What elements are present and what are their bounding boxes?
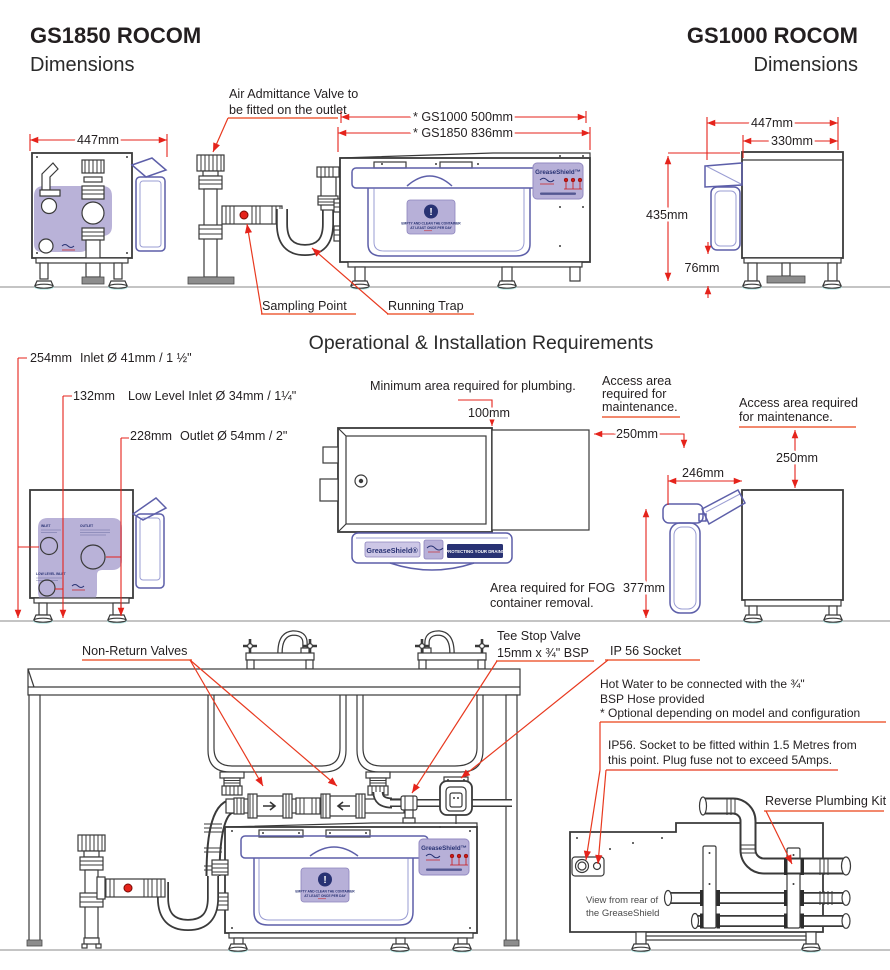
- running-trap-text: Running Trap: [388, 299, 464, 313]
- access-rear-line1: Access area required: [739, 396, 858, 410]
- low-inlet-dim: 132mm: [73, 389, 115, 403]
- non-return-text: Non-Return Valves: [82, 644, 187, 658]
- dim-330-label: 330mm: [771, 134, 813, 148]
- dim-447-side: 447mm: [706, 114, 839, 160]
- subtitle-gs1000: Dimensions: [754, 54, 858, 76]
- plumbing-note: Minimum area required for plumbing. 100m…: [370, 379, 576, 426]
- gs1850-front-view-ports: INLET OUTLET LOW LEVEL INLET: [29, 489, 168, 625]
- title-gs1850: GS1850 ROCOM: [30, 23, 201, 48]
- sampling-point-label: Sampling Point: [244, 223, 356, 315]
- access-rear-line2: for maintenance.: [739, 410, 833, 424]
- dim-76-label: 76mm: [685, 261, 720, 275]
- subtitle-gs1850: Dimensions: [30, 54, 134, 76]
- dim-377-label: 377mm: [623, 581, 665, 595]
- inlet-port-tag: INLET: [41, 524, 51, 528]
- air-valve-note-line2: be fitted on the outlet: [229, 103, 347, 117]
- section-heading: Operational & Installation Requirements: [309, 332, 654, 354]
- running-trap-bottom: [157, 876, 219, 932]
- dim-246-label: 246mm: [682, 466, 724, 480]
- sampling-point-marker: [239, 210, 249, 220]
- sink-assembly: [26, 633, 521, 947]
- ip56-note-line1: IP56. Socket to be fitted within 1.5 Met…: [608, 738, 857, 752]
- fog-note-line1: Area required for FOG: [490, 581, 615, 595]
- top-view-unit: GreaseShield® PROTECTING YOUR DRAINS: [319, 427, 590, 571]
- inlet-dim: 254mm: [30, 351, 72, 365]
- dim-gs1000-length: * GS1000 500mm: [340, 108, 587, 127]
- access-rear-note: Access area required for maintenance. 25…: [739, 396, 858, 488]
- hot-water-line1: Hot Water to be connected with the ¾": [600, 677, 805, 691]
- low-inlet-label: Low Level Inlet Ø 34mm / 1¼": [128, 389, 296, 403]
- reverse-plumbing-kit-label: Reverse Plumbing Kit: [764, 794, 887, 865]
- hot-water-line2: BSP Hose provided: [600, 692, 705, 706]
- greaseshield-side-view-bottom: [211, 822, 478, 954]
- plumbing-note-text: Minimum area required for plumbing.: [370, 379, 576, 393]
- reverse-kit-text: Reverse Plumbing Kit: [765, 794, 887, 808]
- dim-435: 435mm: [644, 152, 740, 281]
- under-sink-pipework: [204, 771, 512, 877]
- access-side-line3: maintenance.: [602, 400, 678, 414]
- dim-76: 76mm: [682, 242, 722, 298]
- gs1850-front-view: [31, 152, 168, 291]
- outlet-label: Outlet Ø 54mm / 2": [180, 429, 287, 443]
- panel-tagline: PROTECTING YOUR DRAINS: [445, 549, 504, 554]
- rear-view-text-1: View from rear of: [586, 895, 659, 906]
- dim-447-front: 447mm: [29, 131, 168, 157]
- running-trap-label: Running Trap: [311, 247, 474, 315]
- tee-valve-line2: 15mm x ¾" BSP: [497, 646, 589, 660]
- fog-note: Area required for FOG container removal.: [490, 581, 615, 610]
- dim-447-front-label: 447mm: [77, 133, 119, 147]
- ip56-installation-note: IP56. Socket to be fitted within 1.5 Met…: [583, 722, 857, 865]
- air-standpipe-bottom: [77, 834, 106, 949]
- dim-435-label: 435mm: [646, 208, 688, 222]
- access-side-line2: required for: [602, 387, 666, 401]
- rear-view-text-2: the GreaseShield: [586, 908, 659, 919]
- gs1000-side-view: [704, 151, 844, 291]
- ip56-note-line2: this point. Plug fuse not to exceed 5Amp…: [608, 753, 832, 767]
- titles: GS1850 ROCOM Dimensions GS1000 ROCOM Dim…: [30, 23, 858, 76]
- sampling-point-marker-bottom: [123, 883, 133, 893]
- ip56-socket-label: IP 56 Socket: [460, 644, 700, 779]
- sampling-point-text: Sampling Point: [262, 299, 347, 313]
- dim-250-rear-label: 250mm: [776, 451, 818, 465]
- dim-100-label: 100mm: [468, 406, 510, 420]
- panel-brand: GreaseShield®: [366, 546, 418, 555]
- hot-water-line3: * Optional depending on model and config…: [600, 706, 860, 720]
- low-level-port-tag: LOW LEVEL INLET: [36, 572, 66, 576]
- sampling-pipe-bottom: [100, 878, 166, 898]
- port-labels: 254mm Inlet Ø 41mm / 1 ½" 132mm Low Leve…: [30, 351, 296, 443]
- dim-447-side-label: 447mm: [751, 116, 793, 130]
- title-gs1000: GS1000 ROCOM: [687, 23, 858, 48]
- port-leader-lines: [14, 357, 129, 618]
- dim-250-side-label: 250mm: [616, 427, 658, 441]
- non-return-label: Non-Return Valves: [82, 644, 338, 787]
- fog-note-line2: container removal.: [490, 596, 594, 610]
- sampling-pipe-top: [221, 205, 283, 225]
- air-valve-note-line1: Air Admittance Valve to: [229, 87, 358, 101]
- dim-330: 330mm: [742, 132, 838, 158]
- dim-gs1850-length-label: * GS1850 836mm: [413, 126, 513, 140]
- outlet-port-tag: OUTLET: [80, 524, 93, 528]
- access-side-note: Access area required for maintenance. 25…: [594, 374, 688, 448]
- running-trap-top: [276, 166, 344, 257]
- tee-stop-valve-label: Tee Stop Valve 15mm x ¾" BSP: [411, 629, 594, 794]
- rear-view-unit: View from rear of the GreaseShield: [569, 796, 852, 954]
- ground-lines: [0, 286, 890, 951]
- dim-377: 377mm: [621, 508, 668, 618]
- dim-246: 246mm: [667, 464, 742, 505]
- outlet-dim: 228mm: [130, 429, 172, 443]
- greaseshield-side-view-top: [339, 152, 591, 291]
- hot-water-note: Hot Water to be connected with the ¾" BS…: [600, 677, 886, 723]
- air-valve-note: Air Admittance Valve to be fitted on the…: [212, 87, 358, 153]
- dim-gs1850-length: * GS1850 836mm: [337, 124, 591, 152]
- dim-gs1000-length-label: * GS1000 500mm: [413, 110, 513, 124]
- access-side-line1: Access area: [602, 374, 671, 388]
- air-standpipe-top: [187, 154, 235, 285]
- ip56-text: IP 56 Socket: [610, 644, 682, 658]
- reverse-plumbing-pipes: [663, 796, 852, 930]
- side-view-unit-fog: [662, 488, 844, 625]
- inlet-label: Inlet Ø 41mm / 1 ½": [80, 351, 192, 365]
- tee-valve-line1: Tee Stop Valve: [497, 629, 581, 643]
